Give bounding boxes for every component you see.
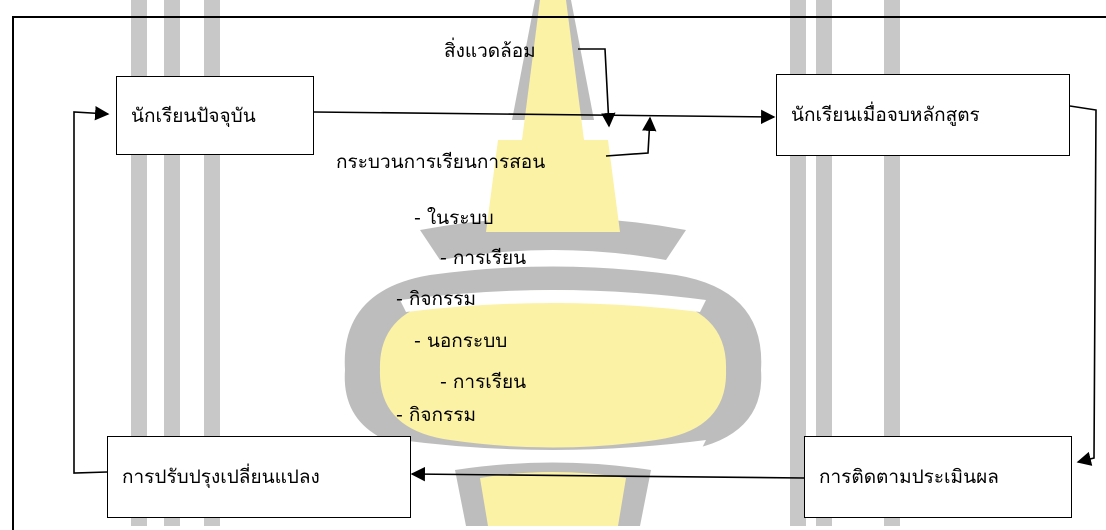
arrow-current-to-graduates	[313, 109, 776, 125]
arrow-evaluation-to-improvement	[410, 466, 805, 482]
label-in-learning: - การเรียน	[440, 247, 527, 269]
label-out-system: - นอกระบบ	[414, 330, 508, 352]
node-improvement: การปรับปรุงเปลี่ยนแปลง	[107, 436, 411, 518]
label-in-activity: - กิจกรรม	[396, 288, 476, 310]
arrow-improvement-to-current	[73, 106, 110, 474]
label-in-system: - ในระบบ	[414, 207, 494, 229]
diagram-frame	[12, 16, 1106, 530]
label-teaching-process: กระบวนการเรียนการสอน	[336, 151, 546, 173]
teaching-process-connector	[605, 116, 657, 157]
label-out-learning: - การเรียน	[440, 371, 527, 393]
node-graduates: นักเรียนเมื่อจบหลักสูตร	[776, 74, 1070, 156]
node-evaluation: การติดตามประเมินผล	[804, 436, 1072, 518]
label-out-activity: - กิจกรรม	[396, 404, 476, 426]
arrow-graduates-to-evaluation	[1069, 105, 1097, 466]
environment-connector	[578, 48, 616, 128]
label-environment: สิ่งแวดล้อม	[444, 40, 536, 62]
node-current-students: นักเรียนปัจจุบัน	[116, 76, 314, 155]
